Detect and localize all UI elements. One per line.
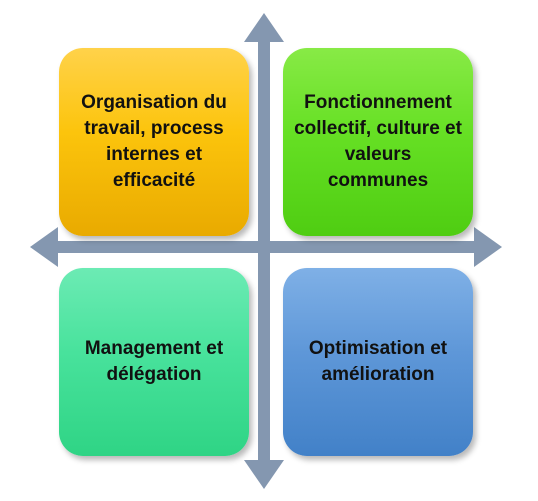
quadrant-management-label: Management et délégation xyxy=(84,338,224,385)
quadrant-organisation-label: Organisation du travail, process interne… xyxy=(81,92,227,191)
arrow-down-icon xyxy=(244,460,284,489)
quadrant-optimisation: Optimisation et amélioration xyxy=(283,268,473,456)
quadrant-management: Management et délégation xyxy=(59,268,249,456)
arrow-left-icon xyxy=(30,227,58,267)
arrow-right-icon xyxy=(474,227,502,267)
quadrant-organisation: Organisation du travail, process interne… xyxy=(59,48,249,236)
quadrant-optimisation-label: Optimisation et amélioration xyxy=(308,338,448,385)
quadrant-fonctionnement: Fonctionnement collectif, culture et val… xyxy=(283,48,473,236)
quadrant-fonctionnement-label: Fonctionnement collectif, culture et val… xyxy=(294,92,462,191)
horizontal-axis-shaft xyxy=(52,241,476,253)
arrow-up-icon xyxy=(244,13,284,42)
